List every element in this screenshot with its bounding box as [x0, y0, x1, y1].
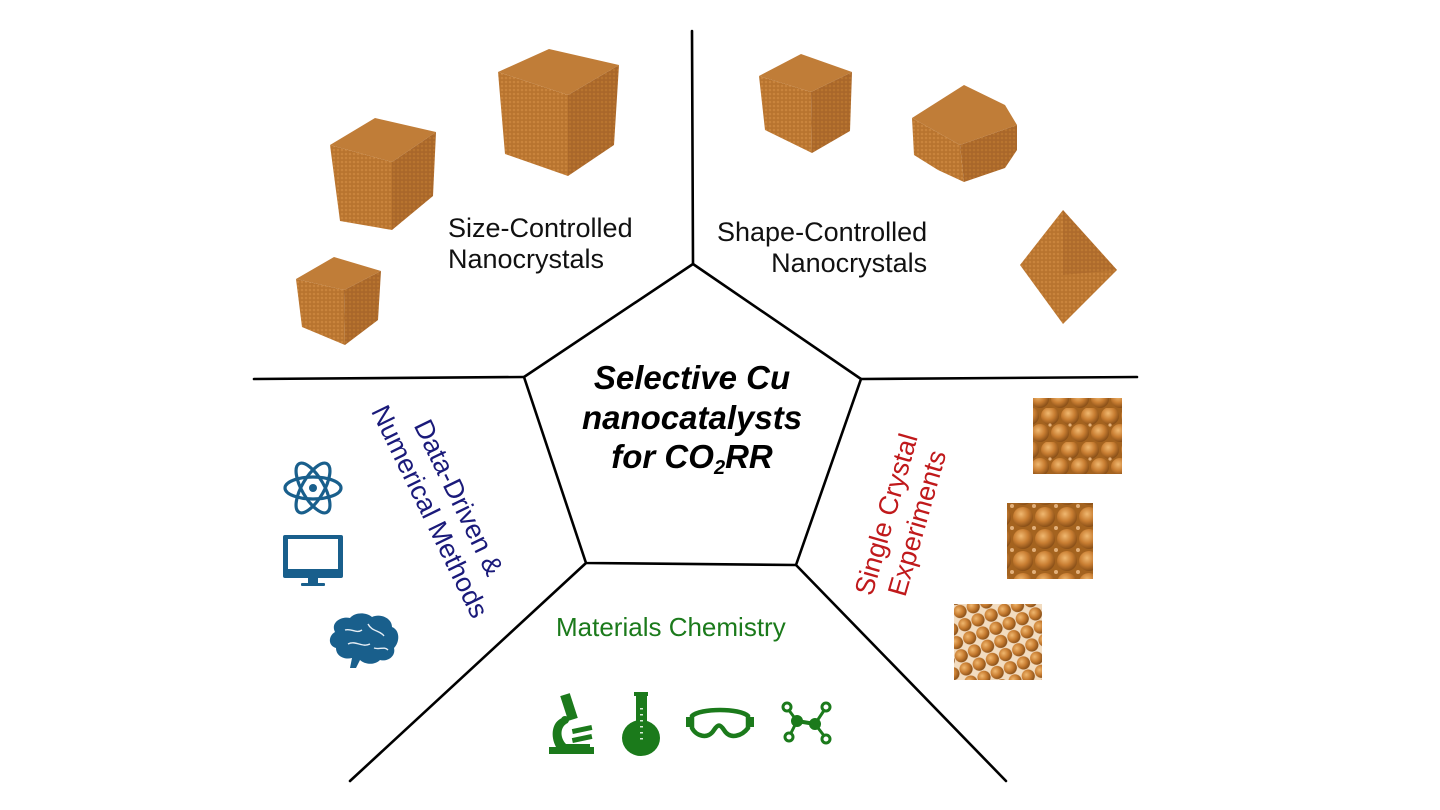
- size-controlled-label: Size-Controlled Nanocrystals: [448, 213, 633, 275]
- brain-icon: [329, 613, 399, 668]
- divider-lines: [252, 29, 1139, 783]
- shape-controlled-line2: Nanocrystals: [771, 248, 928, 279]
- center-title-line2: nanocatalysts: [581, 398, 803, 436]
- molecule-icon: [781, 701, 832, 745]
- center-title-suffix: RR: [725, 438, 773, 476]
- monitor-icon: [283, 535, 343, 586]
- divider-bottom-right: [794, 563, 1008, 783]
- shape-truncated-polyhedron: [912, 85, 1017, 182]
- divider-left: [252, 375, 526, 381]
- size-controlled-line2: Nanocrystals: [448, 244, 605, 275]
- center-title-line1: Selective Cu: [593, 359, 791, 396]
- shape-controlled-line1: Shape-Controlled: [717, 217, 928, 247]
- microscope-icon: [549, 693, 594, 754]
- center-title: Selective Cu nanocatalysts for CO2RR: [537, 358, 847, 480]
- surface-tile-100: [1007, 503, 1093, 579]
- atom-icon: [283, 461, 343, 515]
- surface-tile-110: [954, 604, 1042, 680]
- shape-controlled-label: Shape-Controlled Nanocrystals: [717, 217, 927, 279]
- shape-octahedron: [1020, 210, 1117, 324]
- center-title-line3: for CO2RR: [537, 437, 847, 480]
- size-controlled-cubes: [296, 49, 619, 345]
- materials-chemistry-label: Materials Chemistry: [556, 612, 786, 642]
- divider-bottom-left: [348, 561, 588, 783]
- shape-cube: [759, 54, 852, 153]
- divider-right: [859, 375, 1139, 381]
- cube-medium: [330, 118, 436, 230]
- surface-tile-111: [1033, 398, 1122, 474]
- goggles-icon: [686, 707, 754, 739]
- cube-small: [296, 257, 381, 345]
- size-controlled-line1: Size-Controlled: [448, 213, 633, 243]
- center-pentagon: [522, 262, 863, 567]
- flask-icon: [622, 692, 660, 756]
- single-crystal-surfaces: [954, 398, 1122, 680]
- divider-top: [690, 29, 695, 266]
- center-title-subscript: 2: [713, 457, 726, 480]
- center-title-prefix: for CO: [611, 438, 714, 476]
- shape-controlled-crystals: [759, 54, 1117, 324]
- cube-large: [498, 49, 619, 176]
